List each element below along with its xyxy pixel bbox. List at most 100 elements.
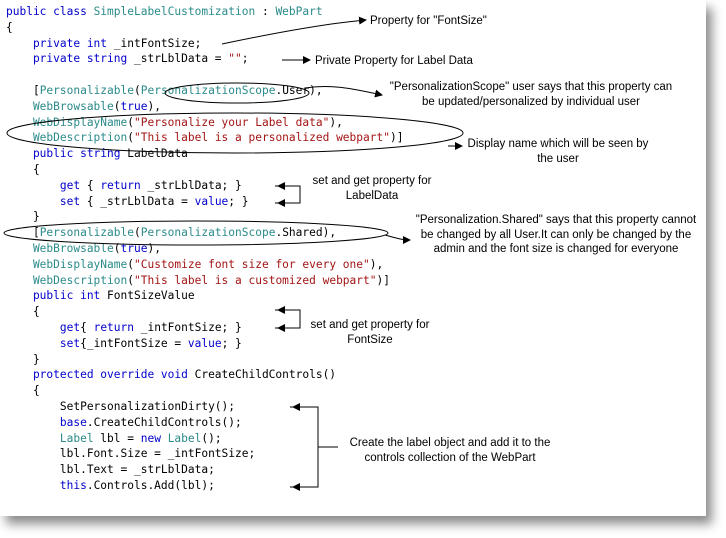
code-token: true xyxy=(120,99,148,113)
code-token: _strLblData = xyxy=(133,52,229,66)
code-token: WebBrowsable xyxy=(6,241,114,255)
note-display-name: Display name which will be seen by the u… xyxy=(467,138,649,165)
code-token: "This label is a customized webpart" xyxy=(134,273,377,287)
bracket-fontsize xyxy=(275,309,301,329)
code-line: [Personalizable(PersonalizationScope.Use… xyxy=(6,83,403,99)
code-token: Label xyxy=(6,431,94,445)
code-token: _strLblData; } xyxy=(140,178,242,192)
code-token: value xyxy=(187,336,222,350)
code-token: .Shared), xyxy=(275,226,337,240)
note-fontsize-property: Property for "FontSize" xyxy=(370,15,487,27)
code-token: Personalizable xyxy=(39,83,134,97)
code-token: )] xyxy=(376,273,390,287)
code-token: WebBrowsable xyxy=(6,99,114,113)
code-token: return xyxy=(100,178,141,192)
code-token: Label xyxy=(167,431,202,445)
code-line: WebDescription("This label is a personal… xyxy=(6,130,404,146)
code-line: set { _strLblData = value; } xyxy=(6,194,403,210)
code-line: public int FontSizeValue xyxy=(6,288,403,304)
note-shared-scope: "Personalization.Shared" says that this … xyxy=(415,214,697,255)
code-token: } xyxy=(6,352,40,366)
code-token: get xyxy=(6,178,81,192)
code-token: "" xyxy=(228,52,242,66)
code-token: base xyxy=(6,415,87,429)
code-line: lbl.Text = _strLblData; xyxy=(6,462,403,478)
code-token: ( xyxy=(133,226,141,240)
code-token: ( xyxy=(127,115,134,129)
ellipse-scope-shared xyxy=(3,220,389,246)
code-token: ; xyxy=(241,52,249,66)
arrow-shared-scope xyxy=(384,234,411,244)
arrow-fontsize xyxy=(221,16,367,45)
code-token: [ xyxy=(6,226,40,240)
code-token: _intFontSize; xyxy=(113,36,202,50)
code-token: ; } xyxy=(221,336,242,350)
note-user-scope: "PersonalizationScope" user says that th… xyxy=(389,81,673,108)
code-token: ( xyxy=(127,273,134,287)
code-line: protected override void CreateChildContr… xyxy=(6,367,403,383)
arrow-user-scope xyxy=(304,85,383,98)
code-line: WebDisplayName("Customize font size for … xyxy=(6,257,403,273)
code-token: private int xyxy=(6,36,114,50)
code-token: ), xyxy=(147,99,161,113)
code-line: public string LabelData xyxy=(6,146,403,162)
code-token: PersonalizationScope xyxy=(140,226,276,240)
code-token: : xyxy=(255,5,276,18)
code-token: ), xyxy=(329,115,343,129)
code-token: (); xyxy=(201,431,222,445)
code-line: get { return _strLblData; } xyxy=(6,178,403,194)
code-token: ( xyxy=(133,83,141,97)
note-create-label: Create the label object and add it to th… xyxy=(349,437,551,464)
code-token: ), xyxy=(369,257,384,271)
code-token: ( xyxy=(113,99,121,113)
code-token: .Controls.Add(lbl); xyxy=(86,478,215,492)
code-line: get{ return _intFontSize; } xyxy=(6,320,403,336)
code-token: lbl.Font.Size = _intFontSize; xyxy=(6,447,256,461)
code-token: } xyxy=(6,210,40,224)
code-token: set xyxy=(6,336,81,350)
code-line: private string _strLblData = ""; xyxy=(6,51,403,67)
code-line: WebBrowsable(true), xyxy=(6,99,403,115)
code-line: set{_intFontSize = value; } xyxy=(6,336,403,352)
code-token: CreateChildControls() xyxy=(194,368,337,382)
code-token: public class xyxy=(6,5,94,18)
code-token: WebDescription xyxy=(6,273,128,287)
code-token: ( xyxy=(127,257,134,271)
note-fontsize-getset: set and get property for FontSize xyxy=(310,319,430,346)
code-token: private string xyxy=(6,52,134,66)
bracket-create xyxy=(290,406,319,488)
code-token: this xyxy=(6,478,87,492)
code-line: WebDescription("This label is a customiz… xyxy=(6,273,403,289)
code-token: ( xyxy=(113,241,121,255)
code-token: public int xyxy=(6,289,108,303)
code-token: lbl.Text = _strLblData; xyxy=(6,463,215,477)
code-token: SetPersonalizationDirty(); xyxy=(6,399,236,413)
code-line: WebDisplayName("Personalize your Label d… xyxy=(6,115,403,131)
code-token: _intFontSize; } xyxy=(134,320,242,334)
code-token: { xyxy=(80,320,94,334)
code-token: FontSizeValue xyxy=(107,289,195,303)
code-line: lbl.Font.Size = _intFontSize; xyxy=(6,446,403,462)
code-token: )] xyxy=(389,131,404,145)
code-line: [Personalizable(PersonalizationScope.Sha… xyxy=(6,225,403,241)
code-token: WebDisplayName xyxy=(6,115,128,129)
code-line: Label lbl = new Label(); xyxy=(6,431,403,447)
code-token: .CreateChildControls(); xyxy=(86,415,242,429)
code-line: this.Controls.Add(lbl); xyxy=(6,478,403,494)
code-token: "Customize font size for every one" xyxy=(134,257,370,271)
code-line: { xyxy=(6,304,403,320)
code-line: { xyxy=(6,162,403,178)
code-token: set xyxy=(6,194,81,208)
note-label-data-property: Private Property for Label Data xyxy=(315,55,473,67)
code-token: lbl = xyxy=(93,431,141,445)
code-token: ( xyxy=(127,131,134,145)
code-line: private int _intFontSize; xyxy=(6,36,403,52)
code-token: { xyxy=(6,162,40,176)
code-line: } xyxy=(6,352,403,368)
code-token: Personalizable xyxy=(39,226,134,240)
code-token: get xyxy=(6,320,81,334)
code-token: value xyxy=(194,194,229,208)
code-token: protected override void xyxy=(6,368,195,382)
code-token: { xyxy=(6,305,40,319)
code-token: WebPart xyxy=(275,5,323,18)
